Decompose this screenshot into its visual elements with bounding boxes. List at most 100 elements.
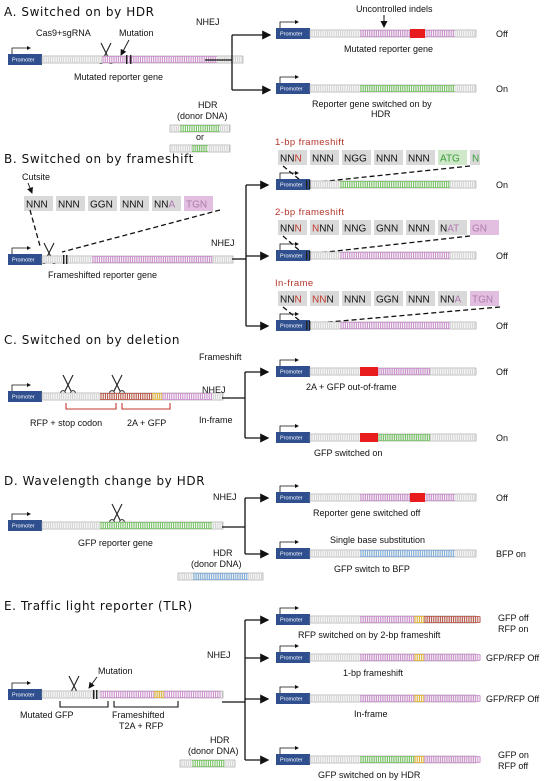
blue-segment: [360, 550, 455, 557]
promoter-block: [276, 320, 310, 331]
promoter-label: Promoter: [280, 32, 303, 38]
promoter-arrow: [279, 21, 296, 28]
blue-segment: [193, 573, 248, 580]
section-e: E. Traffic light reporter (TLR) Mutation…: [4, 599, 540, 780]
codon-text: NNN: [376, 154, 398, 165]
pink-segment: [102, 56, 217, 63]
donor-dna-e: [179, 759, 236, 768]
bracket-t2a-rfp: [113, 701, 179, 708]
promoter-block: [276, 614, 310, 625]
mutation-mark: [309, 180, 311, 189]
promoter-arrowhead: [295, 540, 299, 544]
pink-segment: [340, 252, 450, 259]
codon-text: ATG: [440, 154, 460, 165]
promoter-label: Promoter: [12, 524, 35, 530]
out-e2-label: 1-bp frameshift: [343, 668, 404, 678]
promoter-arrow: [279, 485, 296, 492]
redline-segment: [424, 616, 481, 623]
construct-b-out3: Promoter: [276, 312, 477, 331]
yellow-segment: [154, 691, 165, 698]
promoter-label: Promoter: [280, 758, 303, 764]
promoter-arrowhead: [295, 358, 299, 362]
green-segment: [360, 85, 455, 92]
codon-text: NNN: [312, 154, 334, 165]
out-c2-state: On: [496, 433, 508, 443]
construct-a-out1: Promoter: [276, 20, 477, 39]
mutation-label: Mutation: [119, 28, 154, 38]
codon-box: [374, 291, 403, 306]
section-b: B. Switched on by frameshift Cutsite NNN…: [4, 137, 508, 331]
codon-text: GGN: [376, 295, 399, 306]
promoter-label: Promoter: [280, 254, 303, 260]
zoom-line-s1b: [317, 165, 471, 183]
green-segment: [192, 760, 225, 767]
construct-b-out1: Promoter: [276, 171, 477, 190]
codon-box: [438, 150, 467, 165]
zoom-line-s2a: [282, 235, 301, 252]
codon-text: N: [472, 154, 479, 165]
promoter-block: [276, 492, 310, 503]
promoter-arrowhead: [27, 681, 31, 685]
hdr-label-d: HDR: [213, 548, 233, 558]
promoter-arrow: [279, 747, 296, 754]
shift1-state: On: [496, 180, 508, 190]
construct-d-out2: Promoter: [276, 540, 477, 559]
section-c: C. Switched on by deletion Promoter RFP …: [4, 333, 508, 458]
codon-text: GGN: [90, 200, 113, 211]
mutation-mark: [63, 255, 65, 264]
codon-box: [470, 220, 499, 235]
codon-box: [342, 220, 371, 235]
rfp-label: RFP + stop codon: [30, 418, 102, 428]
green-segment: [378, 434, 431, 441]
green-segment: [360, 756, 415, 763]
codon-box: [152, 196, 181, 211]
codon-text: NNN: [26, 200, 48, 211]
promoter-block: [8, 689, 42, 700]
out-a2-label1: Reporter gene switched on by: [312, 99, 432, 109]
mutation-mark: [306, 321, 308, 330]
scissor-blade: [64, 374, 74, 392]
shift1-label: 1-bp frameshift: [275, 137, 344, 148]
hdr-label-a: HDR: [198, 100, 218, 110]
green-segment: [100, 522, 212, 529]
green-segment: [180, 125, 220, 132]
promoter-arrowhead: [295, 685, 299, 689]
codon-box: [342, 150, 371, 165]
indel-block: [410, 493, 425, 502]
pink-segment: [424, 756, 481, 763]
frameshifted-label-2: T2A + RFP: [119, 721, 163, 731]
pink-segment: [360, 654, 415, 661]
promoter-arrowhead: [295, 75, 299, 79]
codon-box: [310, 220, 339, 235]
promoter-block: [276, 754, 310, 765]
codon-box: [184, 196, 213, 211]
out-e4-state2: RFP off: [498, 761, 529, 771]
out-d2-label: GFP switch to BFP: [334, 564, 410, 574]
codon-box: [374, 220, 403, 235]
codon-text: NGG: [344, 154, 367, 165]
promoter-label: Promoter: [280, 436, 303, 442]
out-c1-state: Off: [496, 367, 508, 377]
pink-segment: [360, 494, 455, 501]
promoter-arrowhead: [295, 20, 299, 24]
mutation-mark: [93, 690, 95, 699]
out-a2-state: On: [496, 84, 508, 94]
pink-segment: [378, 368, 431, 375]
gene-label-b: Frameshifted reporter gene: [48, 270, 157, 280]
promoter-block: [8, 254, 42, 265]
section-a-title: A. Switched on by HDR: [4, 5, 155, 19]
codon-box: [56, 196, 85, 211]
construct-gfp-reporter: Promoter: [8, 512, 224, 531]
pink-segment: [360, 616, 415, 623]
promoter-arrow: [279, 76, 296, 83]
promoter-block: [8, 391, 42, 402]
codon-text: GNN: [376, 224, 398, 235]
pink-segment: [340, 322, 450, 329]
promoter-arrowhead: [295, 746, 299, 750]
inframe-label-c: In-frame: [199, 415, 233, 425]
promoter-arrow: [11, 384, 28, 391]
codon-box: [278, 150, 307, 165]
promoter-label: Promoter: [280, 656, 303, 662]
promoter-arrowhead: [295, 171, 299, 175]
promoter-arrow: [279, 243, 296, 250]
